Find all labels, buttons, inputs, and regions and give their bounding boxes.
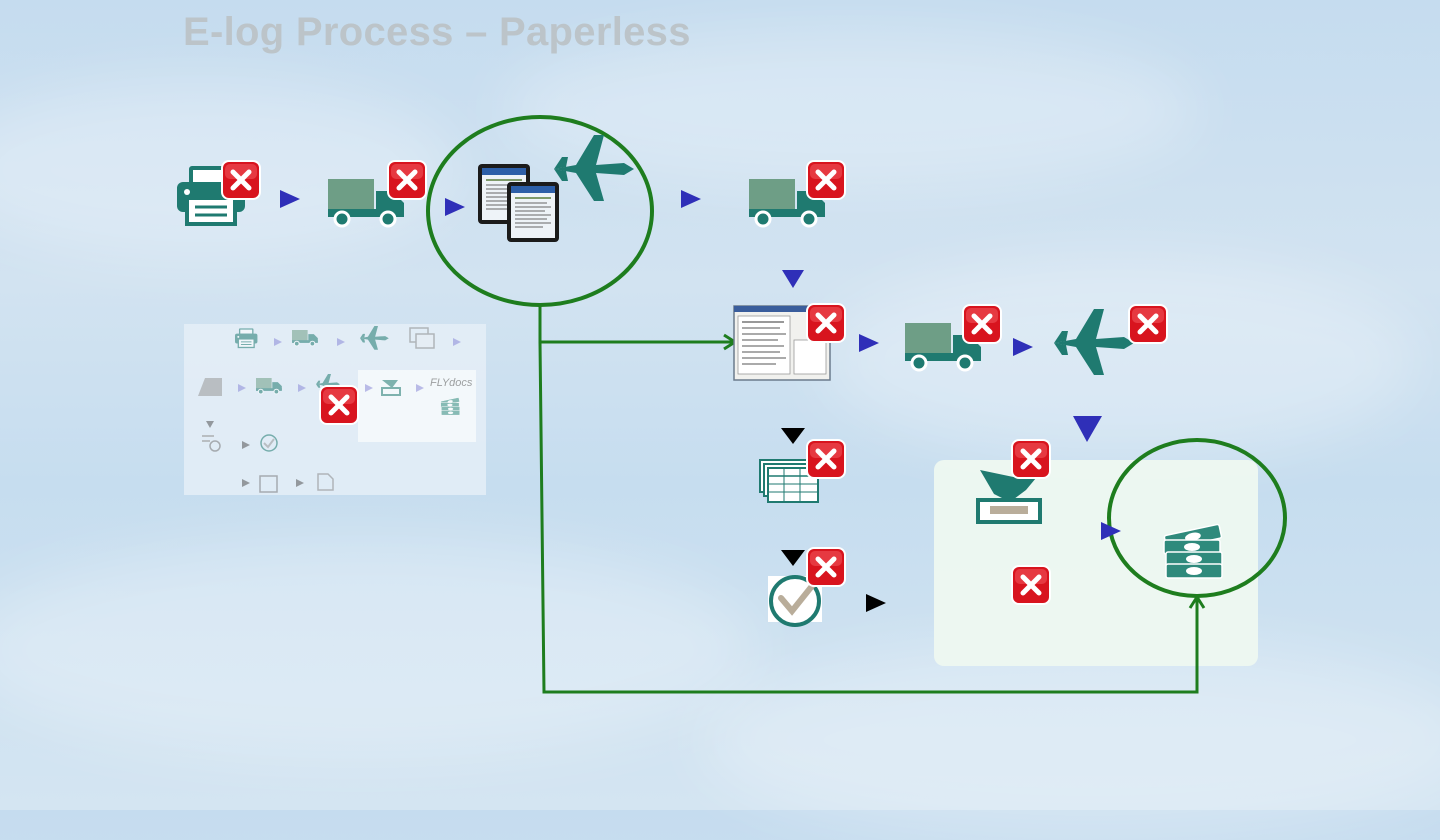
reject-icon (807, 548, 845, 586)
airplane-icon (1054, 309, 1134, 375)
paperless-connector (538, 305, 1206, 694)
reject-icon (1129, 305, 1167, 343)
process-diagram: FLYdocs (175, 115, 1287, 694)
screen-icon (733, 305, 831, 381)
highlight-circle-archive (1107, 438, 1287, 598)
flow-arrow (859, 334, 879, 352)
reject-icon (1012, 440, 1050, 478)
flow-arrow (1013, 338, 1033, 356)
reject-icon (1012, 566, 1050, 604)
flow-arrow (782, 270, 804, 288)
flow-arrow (1073, 416, 1102, 442)
reject-icon (807, 161, 845, 199)
tablet-icon (506, 181, 560, 243)
highlight-circle-elog (426, 115, 654, 307)
flow-arrow (1101, 522, 1121, 540)
flow-arrow (681, 190, 701, 208)
overview-logo: FLYdocs (430, 377, 473, 389)
money-stack-icon (1163, 523, 1223, 579)
flow-arrow (280, 190, 300, 208)
page-title: E-log Process – Paperless (183, 10, 691, 54)
reject-icon (222, 161, 260, 199)
reject-icon (807, 440, 845, 478)
reject-icon (807, 304, 845, 342)
flow-arrow (781, 550, 805, 566)
reject-icon (963, 305, 1001, 343)
reject-icon (320, 386, 358, 424)
flow-arrow (445, 198, 465, 216)
flow-arrow (866, 594, 886, 612)
reject-icon (388, 161, 426, 199)
flow-arrow (781, 428, 805, 444)
overview-diagram: FLYdocs (198, 326, 473, 493)
